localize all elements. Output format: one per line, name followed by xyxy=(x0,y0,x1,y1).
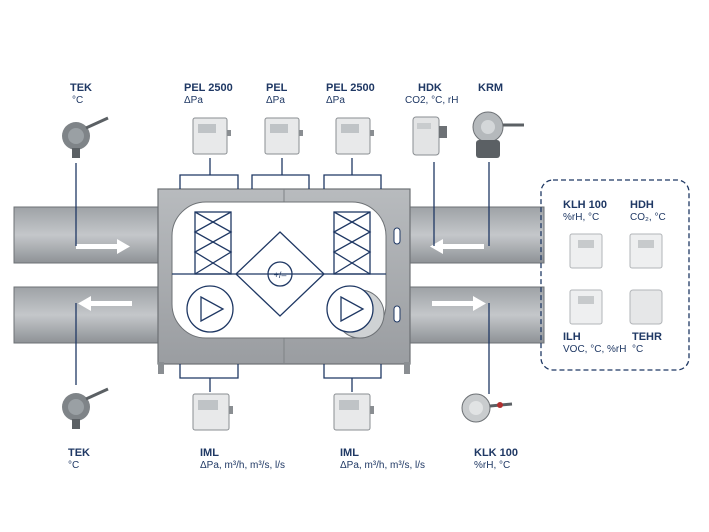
hdk-sensor-icon xyxy=(412,116,447,156)
room-sensors-panel xyxy=(540,179,690,371)
fan-left xyxy=(186,285,234,333)
tehr-unit: °C xyxy=(632,344,643,355)
pel-2500-left-name: PEL 2500 xyxy=(184,82,233,94)
krm-sensor-icon xyxy=(472,111,524,158)
klh-100-name: KLH 100 xyxy=(563,199,607,211)
airflow-arrow-exhaust-out xyxy=(78,296,132,311)
airflow-arrow-supply-in xyxy=(76,239,130,254)
filter-left xyxy=(193,211,233,275)
tek-top-name: TEK xyxy=(70,82,92,94)
hdh-name: HDH xyxy=(630,199,654,211)
ilh-name: ILH xyxy=(563,331,581,343)
pel-name: PEL xyxy=(266,82,288,94)
hdk-unit: CO2, °C, rH xyxy=(405,95,458,106)
pel-unit: ΔPa xyxy=(266,95,285,106)
tek-bottom-unit: °C xyxy=(68,460,79,471)
iml-left-device-icon xyxy=(192,393,233,431)
airflow-arrow-exhaust-in xyxy=(432,296,486,311)
fan-right xyxy=(326,285,374,333)
tek-top-unit: °C xyxy=(72,95,83,106)
iml-left-name: IML xyxy=(200,447,219,459)
iml-left-unit: ΔPa, m³/h, m³/s, l/s xyxy=(200,460,285,471)
hdh-unit: CO₂, °C xyxy=(630,212,666,223)
airflow-arrow-supply-out xyxy=(430,239,484,254)
ilh-sensor-icon xyxy=(569,289,603,325)
tek-bottom-sensor-icon xyxy=(62,387,109,429)
pel-2500-left-device-icon xyxy=(192,117,231,155)
klk-100-sensor-icon xyxy=(461,393,513,423)
klh-100-sensor-icon xyxy=(569,233,603,269)
iml-right-name: IML xyxy=(340,447,359,459)
tek-top-sensor-icon xyxy=(62,116,109,158)
pel-2500-right-name: PEL 2500 xyxy=(326,82,375,94)
tek-bottom-name: TEK xyxy=(68,447,90,459)
krm-name: KRM xyxy=(478,82,503,94)
iml-right-device-icon xyxy=(333,393,374,431)
exchanger-symbol: +/– xyxy=(274,270,287,280)
klk-100-unit: %rH, °C xyxy=(474,460,510,471)
pel-device-icon xyxy=(264,117,303,155)
iml-right-unit: ΔPa, m³/h, m³/s, l/s xyxy=(340,460,425,471)
hdk-name: HDK xyxy=(418,82,442,94)
pel-2500-left-unit: ΔPa xyxy=(184,95,203,106)
pel-2500-right-device-icon xyxy=(335,117,374,155)
klk-100-name: KLK 100 xyxy=(474,447,518,459)
tehr-name: TEHR xyxy=(632,331,662,343)
connector-lines xyxy=(75,158,490,394)
klh-100-unit: %rH, °C xyxy=(563,212,599,223)
hdh-sensor-icon xyxy=(629,233,663,269)
ilh-unit: VOC, °C, %rH xyxy=(563,344,626,355)
tehr-sensor-icon xyxy=(629,289,663,325)
pel-2500-right-unit: ΔPa xyxy=(326,95,345,106)
